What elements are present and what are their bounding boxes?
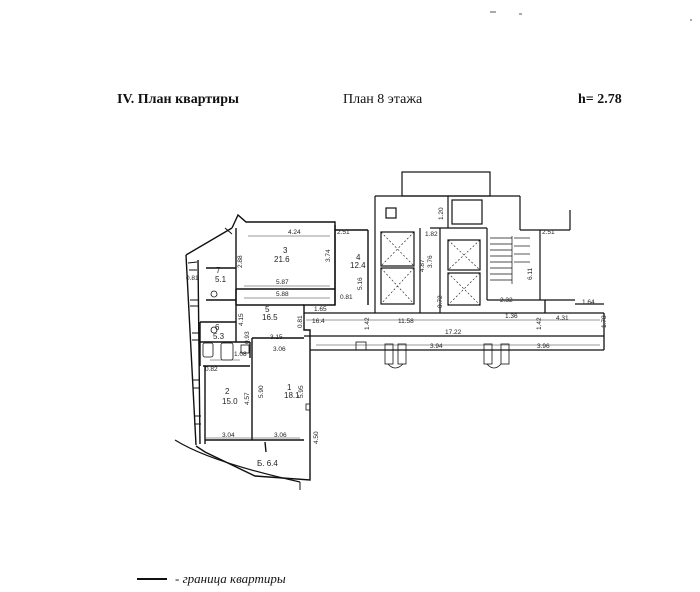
legend-text: - граница квартиры — [175, 571, 286, 586]
legend: - граница квартиры — [137, 571, 286, 587]
room-6-number: 6 — [215, 323, 220, 332]
dim-label: 4.87 — [419, 259, 426, 272]
stair-steps — [490, 236, 530, 284]
room-3-number: 3 — [283, 246, 288, 255]
dim-label: 1.82 — [425, 231, 438, 238]
dim-label: 4.31 — [556, 315, 569, 322]
dim-label: 0.81 — [297, 315, 304, 328]
room-6-area: 5.3 — [213, 332, 225, 341]
dim-label: 0.81 — [186, 275, 199, 282]
legend-line-sample — [137, 578, 167, 580]
dim-label: 2.51 — [542, 229, 555, 236]
dim-label: 5.95 — [298, 385, 305, 398]
balcony-label: Б. 6.4 — [257, 459, 278, 468]
dim-label: 17.22 — [445, 329, 462, 336]
balcony-outline — [174, 439, 301, 483]
apartment-walls — [185, 213, 369, 481]
dim-label: 11.58 — [398, 318, 414, 325]
room-1-area: 18.1 — [284, 391, 300, 400]
dim-label: 1.64 — [582, 299, 595, 306]
dim-label: 4.57 — [244, 392, 251, 405]
room-7-area: 5.1 — [215, 275, 227, 284]
floor-label: План 8 этажа — [343, 92, 423, 107]
dim-label: 1.36 — [505, 313, 518, 320]
dim-label: 1.65 — [314, 306, 327, 313]
room-3-area: 21.6 — [274, 255, 290, 264]
dim-label: 1.42 — [536, 317, 543, 330]
room-2-area: 15.0 — [222, 397, 238, 406]
dim-label: 6.11 — [527, 267, 534, 280]
dimension-lines — [206, 235, 600, 439]
dim-label: 3.06 — [273, 346, 286, 353]
dim-label: 5.88 — [276, 291, 289, 298]
dim-label: 1.08 — [234, 351, 247, 358]
dim-label: 2.51 — [337, 229, 350, 236]
dim-label: 3.06 — [274, 432, 287, 439]
ceiling-height: h= 2.78 — [578, 92, 622, 107]
dim-label: 4.15 — [238, 313, 245, 326]
dim-label: 0.81 — [340, 294, 353, 301]
dim-label: 3.74 — [325, 249, 332, 262]
plan-title: IV. План квартиры — [117, 92, 239, 107]
room-2-number: 2 — [225, 387, 230, 396]
room-1-number: 1 — [287, 383, 292, 392]
room-5-area: 16.5 — [262, 313, 278, 322]
elevator-crosses — [380, 231, 481, 306]
dim-label: 1.20 — [438, 207, 445, 220]
dim-label: 3.94 — [430, 343, 443, 350]
dim-label: 3.96 — [537, 343, 550, 350]
door-swings — [355, 341, 510, 369]
dim-label: 0.72 — [437, 295, 444, 308]
stair-elevator-core — [374, 171, 571, 313]
dim-label: 4.24 — [288, 229, 301, 236]
dim-label: 5.90 — [258, 385, 265, 398]
dim-label: 0.82 — [205, 366, 218, 373]
dim-label: 5.87 — [276, 279, 289, 286]
dim-label: 5.16 — [357, 277, 364, 290]
dim-label: 3.04 — [222, 432, 235, 439]
dim-label: 2.88 — [237, 255, 244, 268]
room-4-area: 12.4 — [350, 261, 366, 270]
dim-label: 16.4 — [312, 318, 325, 325]
room-4-number: 4 — [356, 253, 361, 262]
dim-label: 3.76 — [427, 255, 434, 268]
common-corridor — [304, 299, 605, 351]
window-marks — [187, 214, 247, 425]
dim-label: 4.50 — [313, 431, 320, 444]
sanitary-fixtures — [202, 290, 311, 411]
dim-label: 1.42 — [364, 317, 371, 330]
dim-label: 3.15 — [270, 334, 283, 341]
room-5-number: 5 — [265, 305, 270, 314]
dim-label: 1.78 — [601, 315, 608, 328]
dim-label: 2.32 — [500, 297, 513, 304]
scan-marks — [490, 11, 692, 21]
dim-label: 0.93 — [244, 331, 251, 344]
room-7-number: 7 — [216, 266, 221, 275]
